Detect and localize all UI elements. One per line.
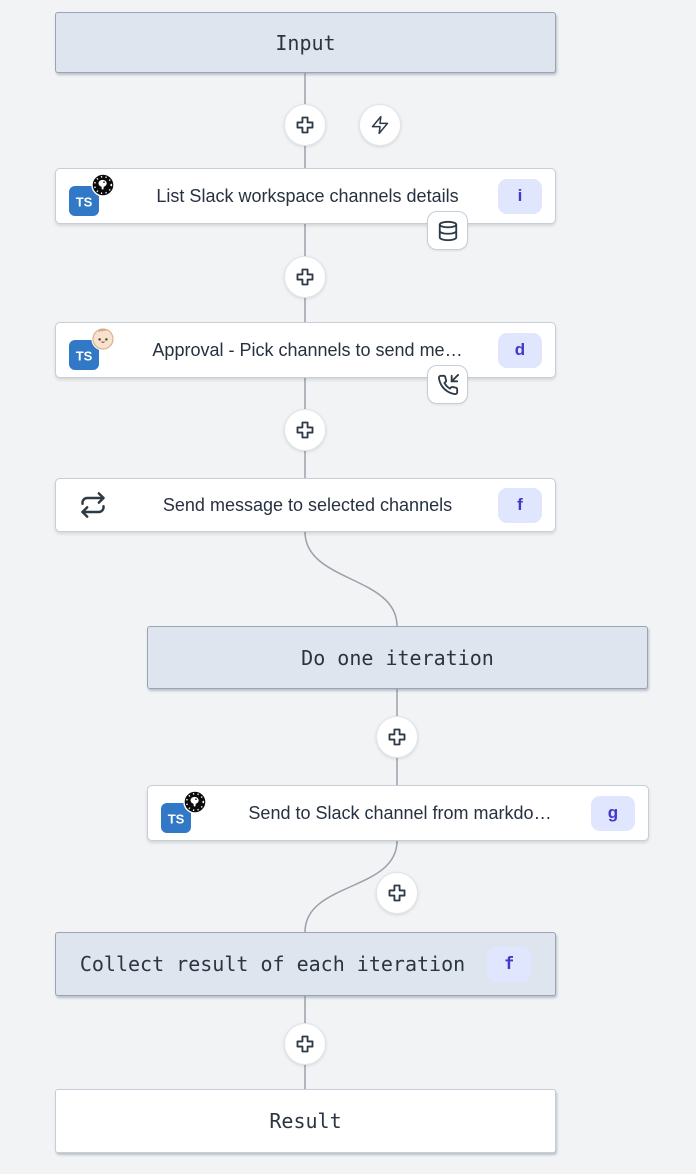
plus-icon <box>386 882 408 904</box>
typescript-icon: TS <box>161 803 191 833</box>
database-icon <box>437 220 459 242</box>
step-id-badge: g <box>591 795 635 831</box>
step-id-badge: i <box>498 178 542 214</box>
svg-text:TS: TS <box>76 195 93 210</box>
step-node-list-slack-channels[interactable]: TS List Slack workspace channels details… <box>55 168 556 224</box>
phone-incoming-icon <box>437 373 459 396</box>
step-label: Send to Slack channel from markdo… <box>248 802 552 823</box>
collect-result-node[interactable]: Collect result of each iteration f <box>55 932 556 996</box>
step-id-badge: f <box>498 487 542 523</box>
flow-result-node[interactable]: Result <box>55 1089 556 1153</box>
step-id-badge: f <box>487 946 532 982</box>
iteration-label: Do one iteration <box>301 645 494 670</box>
step-node-forloop-send-message[interactable]: Send message to selected channels f <box>55 478 556 532</box>
step-id-badge: d <box>498 332 542 368</box>
language-icon-group: TS <box>69 327 117 373</box>
flow-result-label: Result <box>269 1109 342 1133</box>
step-label: Send message to selected channels <box>162 494 453 515</box>
cached-indicator <box>427 211 468 250</box>
insert-step-button[interactable] <box>284 1023 326 1065</box>
language-icon-group: TS <box>69 173 117 219</box>
insert-step-button[interactable] <box>376 872 418 914</box>
step-label: List Slack workspace channels details <box>156 185 459 206</box>
zap-icon <box>370 115 390 135</box>
deno-icon <box>183 790 207 814</box>
step-node-approval-pick-channels[interactable]: TS Approval - Pick channels to send me… … <box>55 322 556 378</box>
insert-step-button[interactable] <box>284 256 326 298</box>
insert-step-button[interactable] <box>284 409 326 451</box>
step-node-send-to-slack-channel[interactable]: TS Send to Slack channel from markdo… g <box>147 785 649 841</box>
repeat-icon <box>69 491 117 519</box>
iteration-node[interactable]: Do one iteration <box>147 626 648 689</box>
typescript-icon: TS <box>69 340 99 370</box>
collect-result-label: Collect result of each iteration <box>79 952 466 976</box>
flow-input-label: Input <box>275 30 336 55</box>
svg-text:TS: TS <box>76 349 93 364</box>
plus-icon <box>294 114 316 136</box>
insert-step-button[interactable] <box>376 716 418 758</box>
language-icon-group: TS <box>161 790 209 836</box>
svg-text:TS: TS <box>168 812 185 827</box>
add-trigger-button[interactable] <box>359 104 401 146</box>
suspend-approval-indicator <box>427 365 468 404</box>
step-label: Approval - Pick channels to send me… <box>152 339 463 360</box>
plus-icon <box>386 726 408 748</box>
plus-icon <box>294 266 316 288</box>
insert-step-button[interactable] <box>284 104 326 146</box>
plus-icon <box>294 1033 316 1055</box>
plus-icon <box>294 419 316 441</box>
flow-input-node[interactable]: Input <box>55 12 556 73</box>
bun-icon <box>91 327 115 351</box>
deno-icon <box>91 173 115 197</box>
typescript-icon: TS <box>69 186 99 216</box>
